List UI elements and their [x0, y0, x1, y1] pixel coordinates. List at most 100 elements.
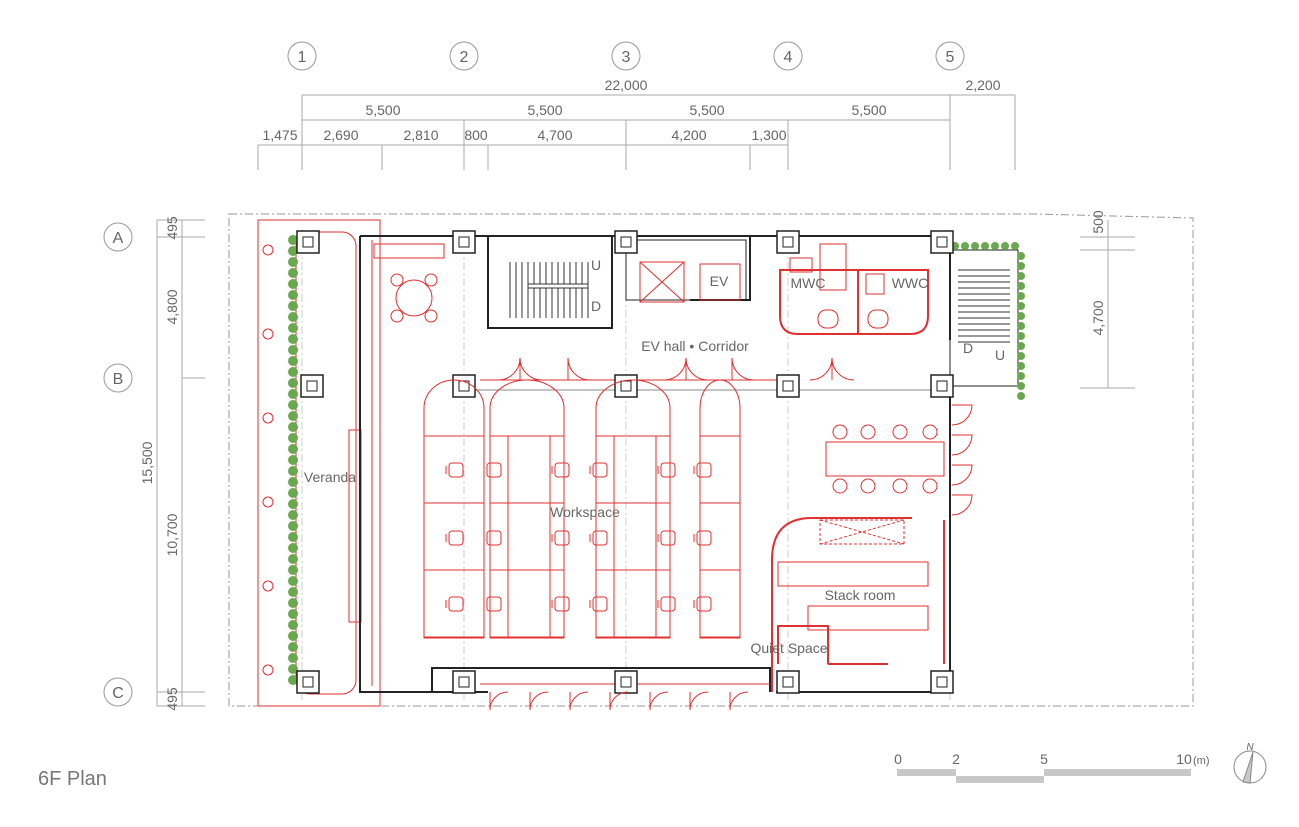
plant-icon — [288, 488, 298, 498]
chair-icon — [860, 424, 876, 440]
grid-bubble-label: 3 — [622, 49, 631, 66]
plant-icon — [1017, 392, 1025, 400]
dim-sub: 800 — [464, 127, 488, 143]
plant-icon — [1017, 382, 1025, 390]
grid-bubble-label: 1 — [298, 49, 307, 66]
plant-icon — [288, 455, 298, 465]
plant-icon — [971, 242, 979, 250]
building-walls — [359, 235, 951, 693]
toilets — [779, 243, 929, 335]
plant-icon — [288, 378, 298, 388]
column-core — [458, 236, 470, 248]
column — [614, 374, 638, 398]
plant-icon — [1011, 242, 1019, 250]
plant-icon — [1017, 372, 1025, 380]
grid-bubble-label: A — [113, 230, 124, 247]
chair-icon — [892, 424, 908, 440]
plant-icon — [1017, 342, 1025, 350]
grid-bubble-circle — [773, 41, 803, 71]
meeting-table — [825, 424, 945, 494]
stair-down-label: D — [591, 298, 601, 314]
plant-icon — [288, 257, 298, 267]
dim-sub: 1,300 — [751, 127, 786, 143]
column — [452, 374, 476, 398]
plant-icon — [288, 510, 298, 520]
grid-bubble-circle — [103, 677, 133, 707]
column — [930, 230, 954, 254]
door — [529, 691, 549, 711]
plant-icon — [1017, 322, 1025, 330]
veranda — [257, 219, 381, 707]
chair-icon — [554, 530, 570, 546]
scale-tick: 5 — [1040, 751, 1048, 767]
column-core — [782, 676, 794, 688]
chair-icon — [592, 596, 608, 612]
grid-bubble-3: 3 — [611, 41, 641, 71]
column-core — [458, 676, 470, 688]
column-core — [620, 236, 632, 248]
plant-icon — [288, 642, 298, 652]
plant-icon — [1017, 272, 1025, 280]
dim-sub: 4,700 — [537, 127, 572, 143]
plant-icon — [288, 268, 298, 278]
grid-bubble-circle — [935, 41, 965, 71]
door — [689, 691, 709, 711]
dim-sub: 2,690 — [323, 127, 358, 143]
door — [729, 691, 749, 711]
north-label: N — [1246, 742, 1254, 753]
desk-block — [507, 435, 551, 639]
desk-door-arc — [423, 379, 485, 436]
workspace-desks — [423, 379, 741, 639]
drain-icon — [262, 244, 274, 256]
plant-icon — [288, 323, 298, 333]
chair-icon — [660, 530, 676, 546]
scale-tick: 2 — [952, 751, 960, 767]
dim-bay: 5,500 — [851, 102, 886, 118]
side-stair-down-label: D — [963, 340, 973, 356]
door — [831, 357, 855, 381]
plant-icon — [288, 367, 298, 377]
desk-door-arc — [595, 379, 671, 436]
desk-door-arc — [489, 379, 565, 436]
chair-icon — [486, 596, 502, 612]
drain-icon — [262, 580, 274, 592]
structural-columns — [296, 230, 954, 694]
grid-bubble-label: 5 — [946, 49, 955, 66]
plant-icon — [288, 279, 298, 289]
grid-bubble-4: 4 — [773, 41, 803, 71]
door — [809, 357, 833, 381]
column — [300, 374, 324, 398]
chair-icon — [592, 530, 608, 546]
room-ev-hall: EV hall • Corridor — [641, 338, 749, 354]
dim-sub: 4,200 — [671, 127, 706, 143]
column-core — [936, 676, 948, 688]
dim-overall-vertical: 15,500 — [139, 441, 155, 484]
dim-bay: 5,500 — [365, 102, 400, 118]
north-arrow-icon: N — [1233, 742, 1267, 784]
plant-icon — [288, 631, 298, 641]
plant-icon — [288, 521, 298, 531]
chair-icon — [922, 478, 938, 494]
chair-icon — [860, 478, 876, 494]
plant-icon — [288, 576, 298, 586]
plant-icon — [991, 242, 999, 250]
dim-bay-ab: 4,800 — [164, 289, 180, 324]
plant-icon — [288, 675, 298, 685]
dim-overhang: 2,200 — [965, 77, 1000, 93]
plant-icon — [1017, 262, 1025, 270]
chair-icon — [448, 462, 464, 478]
grid-bubble-circle — [611, 41, 641, 71]
plant-icon — [288, 389, 298, 399]
drain-icon — [262, 328, 274, 340]
side-stair-up-label: U — [995, 347, 1005, 363]
desk-block — [613, 435, 657, 639]
dim-sub: 1,475 — [262, 127, 297, 143]
plant-icon — [1017, 352, 1025, 360]
plant-icon — [288, 312, 298, 322]
plant-icon — [288, 598, 298, 608]
grid-bubble-label: B — [113, 371, 124, 388]
grid-bubble-A: A — [103, 222, 133, 252]
chair-icon — [922, 424, 938, 440]
plant-icon — [288, 246, 298, 256]
